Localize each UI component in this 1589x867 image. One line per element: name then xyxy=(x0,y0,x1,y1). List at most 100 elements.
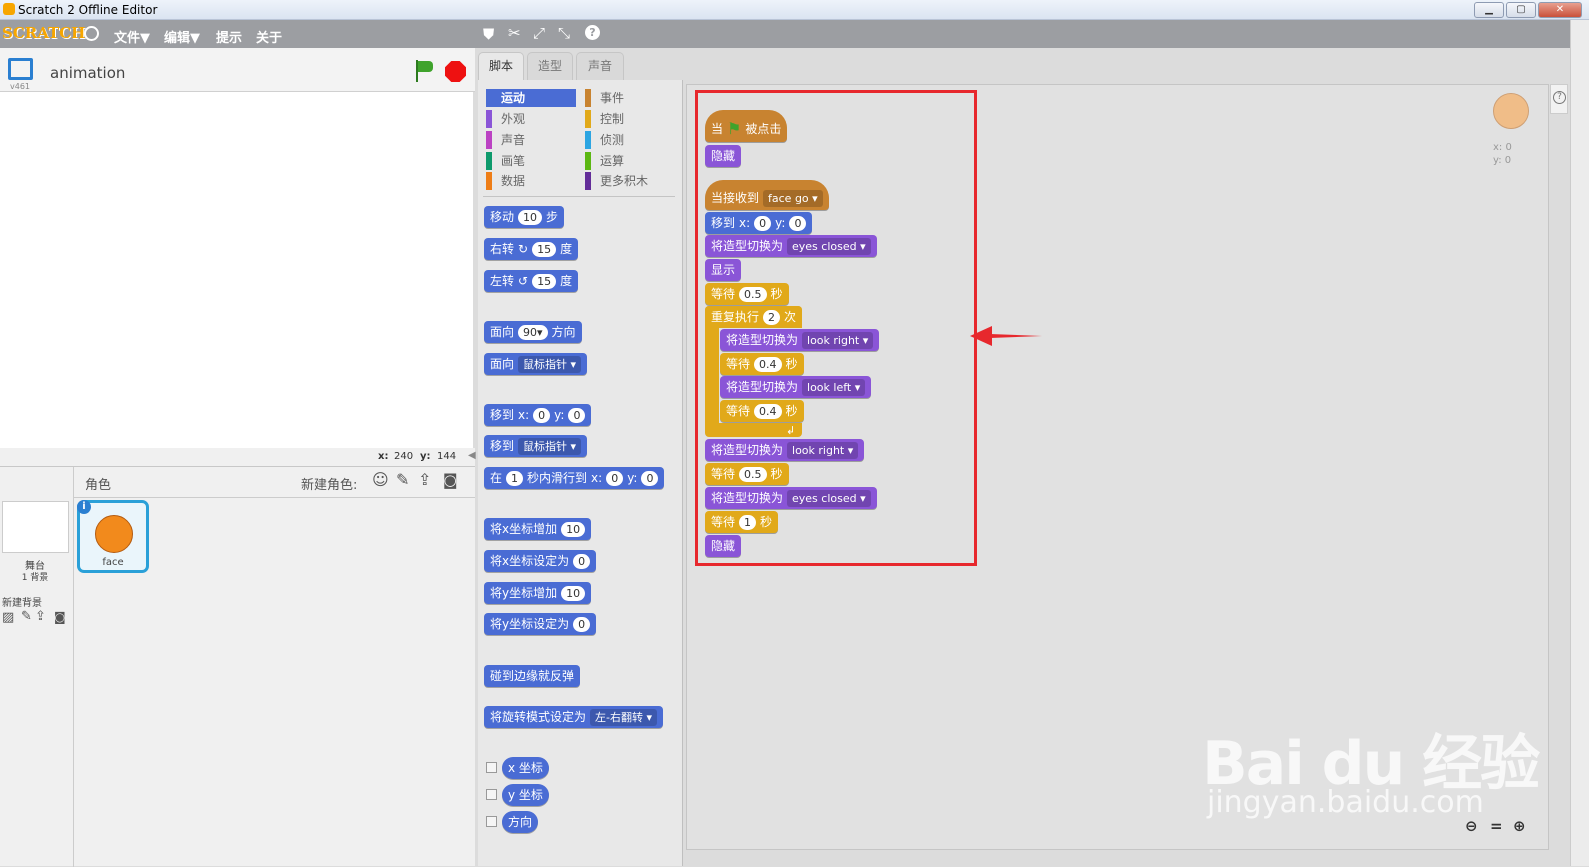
category-control[interactable]: 控制 xyxy=(585,110,675,128)
category-more-blocks[interactable]: 更多积木 xyxy=(585,172,675,190)
fullscreen-icon[interactable] xyxy=(8,58,33,80)
menu-edit[interactable]: 编辑▼ xyxy=(164,31,200,46)
zoom-in-icon[interactable]: ⊕ xyxy=(1513,817,1526,835)
tab-costumes[interactable]: 造型 xyxy=(527,52,573,80)
annotation-arrow-icon xyxy=(970,326,1042,346)
scratch-logo[interactable]: SCRATCH xyxy=(2,24,86,42)
reporter-y-position[interactable]: y 坐标 xyxy=(502,784,549,806)
info-icon[interactable]: i xyxy=(77,500,91,514)
green-flag-icon[interactable] xyxy=(413,60,435,84)
new-backdrop-label: 新建背景 xyxy=(2,598,42,609)
block-bounce[interactable]: 碰到边缘就反弹 xyxy=(484,665,581,687)
tab-scripts[interactable]: 脚本 xyxy=(478,52,524,80)
script-hide-2[interactable]: 隐藏 xyxy=(705,535,742,557)
paint-brush-icon[interactable]: ✎ xyxy=(396,470,410,489)
script-hide-1[interactable]: 隐藏 xyxy=(705,145,742,167)
orange-face-icon xyxy=(95,515,133,553)
tab-sounds[interactable]: 声音 xyxy=(576,52,624,80)
backdrop-camera-icon[interactable]: ◙ xyxy=(54,610,66,624)
backdrop-paint-icon[interactable]: ✎ xyxy=(21,609,32,624)
block-rotation-style[interactable]: 将旋转模式设定为左-右翻转 ▾ xyxy=(484,706,664,728)
category-events[interactable]: 事件 xyxy=(585,89,675,107)
category-motion[interactable]: 运动 xyxy=(486,89,576,107)
annotation-highlight-box xyxy=(695,90,977,566)
mouse-y-label: y: xyxy=(420,451,431,462)
rotate-cw-icon: ↻ xyxy=(518,242,529,256)
minimize-button[interactable]: ▁ xyxy=(1474,2,1504,18)
menu-tips[interactable]: 提示 xyxy=(216,31,243,46)
collapse-arrow-icon[interactable]: ◀ xyxy=(468,450,476,461)
stage-thumbnail[interactable] xyxy=(2,501,69,553)
checkbox-direction[interactable] xyxy=(486,816,497,827)
delete-scissors-icon[interactable]: ✂ xyxy=(508,24,521,42)
category-operators[interactable]: 运算 xyxy=(585,152,675,170)
camera-icon[interactable]: ◙ xyxy=(443,471,458,489)
block-go-to[interactable]: 移到鼠标指针 ▾ xyxy=(484,435,588,457)
backdrop-upload-icon[interactable]: ⇪ xyxy=(35,609,46,624)
sprite-thumbnail-face[interactable]: i face xyxy=(77,500,149,573)
duplicate-stamp-icon[interactable]: ⛊ xyxy=(483,25,495,43)
category-pen[interactable]: 画笔 xyxy=(486,152,576,170)
block-point-towards[interactable]: 面向鼠标指针 ▾ xyxy=(484,353,588,375)
project-name[interactable]: animation xyxy=(50,64,126,82)
zoom-out-icon[interactable]: ⊖ xyxy=(1465,817,1478,835)
shrink-icon[interactable]: ⤡ xyxy=(558,24,571,42)
window-scrollbar[interactable] xyxy=(1570,20,1589,866)
category-sound[interactable]: 声音 xyxy=(486,131,576,149)
sprite-panel: 角色 新建角色: ☺ ✎ ⇪ ◙ 舞台 1 背景 新建背景 ▨ ✎ ⇪ ◙ i … xyxy=(0,466,475,867)
upload-icon[interactable]: ⇪ xyxy=(418,470,432,489)
stage-canvas[interactable] xyxy=(0,92,473,448)
mouse-x-label: x: xyxy=(378,451,389,462)
menu-file[interactable]: 文件▼ xyxy=(114,31,150,46)
zoom-reset-icon[interactable]: = xyxy=(1490,817,1503,835)
script-when-flag-clicked[interactable]: 当⚑被点击 xyxy=(705,110,788,142)
grow-icon[interactable]: ⤢ xyxy=(533,24,546,42)
reporter-x-position[interactable]: x 坐标 xyxy=(502,757,549,779)
language-globe-icon[interactable] xyxy=(84,26,99,41)
script-show[interactable]: 显示 xyxy=(705,259,742,281)
help-question-icon[interactable]: ? xyxy=(1553,91,1566,104)
sprite-library-icon[interactable]: ☺ xyxy=(372,470,389,489)
category-looks[interactable]: 外观 xyxy=(486,110,576,128)
backdrop-library-icon[interactable]: ▨ xyxy=(2,610,15,625)
category-sensing[interactable]: 侦测 xyxy=(585,131,675,149)
side-help-panel[interactable]: ? xyxy=(1550,84,1568,114)
checkbox-x-position[interactable] xyxy=(486,762,497,773)
checkbox-y-position[interactable] xyxy=(486,789,497,800)
script-area[interactable]: x: 0 y: 0 Bai du 经验 jingyan.baidu.com ⊖ … xyxy=(686,84,1549,850)
reporter-direction[interactable]: 方向 xyxy=(502,811,539,833)
repeat-loop-arrow-icon: ↲ xyxy=(786,424,796,437)
help-icon[interactable]: ? xyxy=(585,25,600,40)
category-data[interactable]: 数据 xyxy=(486,172,576,190)
menu-bar: SCRATCH 文件▼ 编辑▼ 提示 关于 ⛊ ✂ ⤢ ⤡ ? xyxy=(0,20,1589,48)
menu-about[interactable]: 关于 xyxy=(256,31,283,46)
stage-coordinates: x: 240 y: 144 ◀ xyxy=(0,448,476,466)
stop-sign-icon[interactable] xyxy=(445,61,466,82)
maximize-button[interactable]: ▢ xyxy=(1506,2,1536,18)
close-button[interactable]: ✕ xyxy=(1538,2,1582,18)
